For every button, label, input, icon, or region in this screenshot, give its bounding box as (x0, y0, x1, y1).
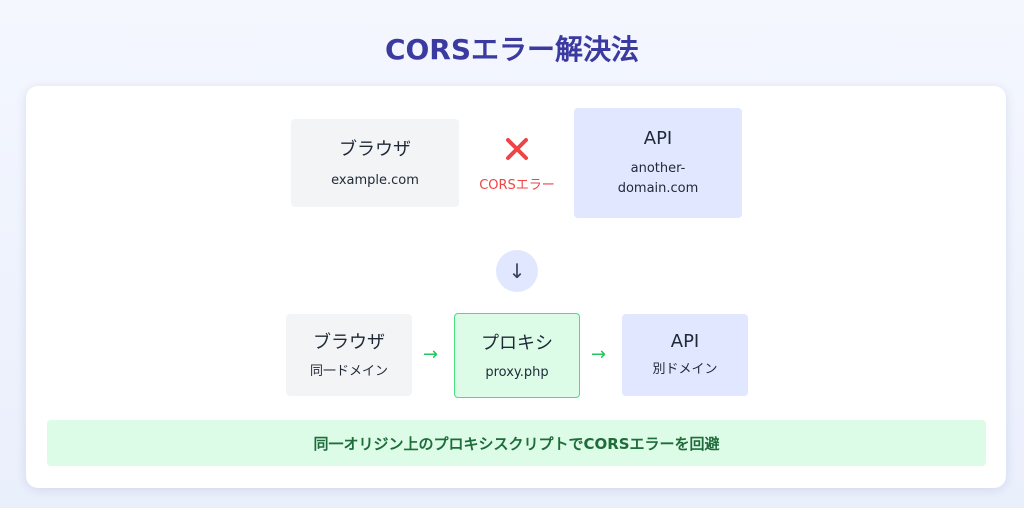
browser-title: ブラウザ (313, 332, 385, 353)
down-arrow-icon: ↓ (496, 250, 538, 292)
right-arrow-icon: → (591, 344, 607, 365)
summary-banner: 同一オリジン上のプロキシスクリプトでCORSエラーを回避 (47, 420, 986, 466)
api-box-bottom: API 別ドメイン (622, 314, 748, 396)
cross-icon (506, 138, 528, 160)
browser-title: ブラウザ (339, 139, 411, 160)
page-title: CORSエラー解決法 (384, 33, 640, 66)
api-title: API (670, 330, 700, 352)
api-sub: 別ドメイン (652, 361, 718, 377)
api-box-top: API another-domain.com (574, 108, 742, 218)
cors-error-label: CORSエラー (479, 178, 555, 193)
browser-box-bottom: ブラウザ 同一ドメイン (286, 314, 412, 396)
api-domain: another-domain.com (617, 160, 699, 196)
api-title: API (643, 127, 673, 149)
diagram-card: ブラウザ example.com CORSエラー API another-dom… (26, 86, 1006, 488)
proxy-box: プロキシ proxy.php (454, 313, 580, 398)
browser-box-top: ブラウザ example.com (291, 119, 459, 207)
right-arrow-icon: → (423, 344, 439, 365)
proxy-title: プロキシ (481, 332, 553, 354)
down-arrow-glyph: ↓ (508, 259, 526, 283)
browser-domain: example.com (331, 173, 419, 188)
proxy-sub: proxy.php (485, 364, 549, 380)
browser-sub: 同一ドメイン (309, 364, 388, 379)
